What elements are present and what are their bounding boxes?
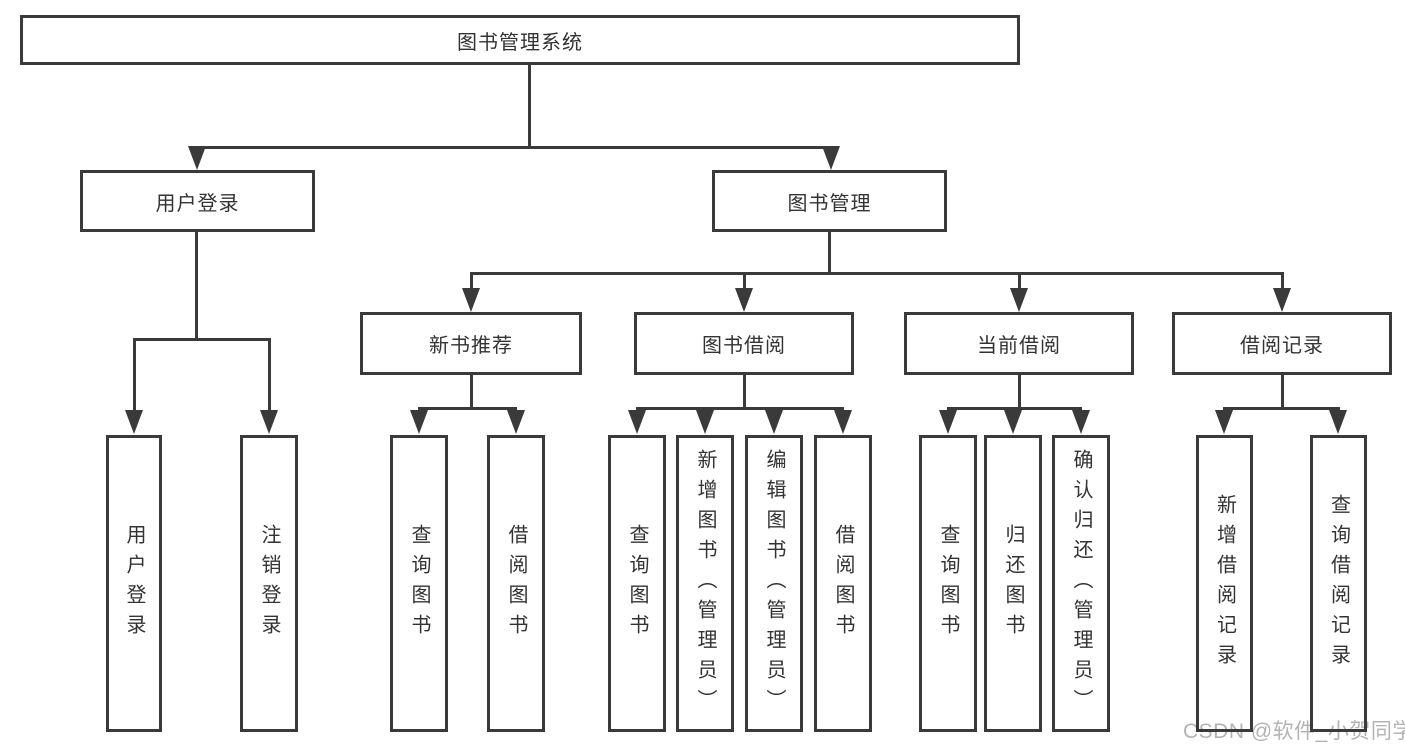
arrow-down-icon: [507, 410, 525, 434]
node-book-borrow-label: 图书借阅: [702, 335, 786, 357]
node-leaf-query-books-2: 查询图书: [608, 435, 666, 732]
leaf-label: 查询图书: [626, 523, 648, 644]
connector-line: [1018, 375, 1021, 410]
leaf-label: 归还图书: [1002, 523, 1024, 644]
node-leaf-borrow-books-2: 借阅图书: [814, 435, 872, 732]
node-leaf-add-borrow-record: 新增借阅记录: [1196, 435, 1253, 732]
connector-line: [268, 338, 271, 412]
leaf-label: 查询图书: [937, 523, 959, 644]
connector-line: [196, 146, 832, 149]
node-leaf-user-login: 用户登录: [106, 435, 162, 732]
node-book-management: 图书管理: [712, 170, 947, 232]
arrow-down-icon: [1010, 288, 1028, 312]
arrow-down-icon: [939, 410, 957, 434]
arrow-down-icon: [1215, 410, 1233, 434]
node-leaf-confirm-return-admin: 确认归还（管理员）: [1052, 435, 1110, 732]
node-root-label: 图书管理系统: [457, 31, 583, 54]
leaf-label: 查询借阅记录: [1327, 493, 1350, 674]
leaf-label: 确认归还（管理员）: [1070, 448, 1092, 719]
leaf-label: 借阅图书: [505, 523, 527, 644]
node-user-login-label: 用户登录: [155, 192, 240, 215]
leaf-label: 查询图书: [408, 523, 430, 644]
connector-line: [133, 338, 271, 341]
leaf-label: 用户登录: [123, 523, 145, 644]
arrow-down-icon: [735, 288, 753, 312]
leaf-label: 借阅图书: [832, 523, 854, 644]
arrow-down-icon: [462, 288, 480, 312]
node-book-borrow: 图书借阅: [634, 312, 854, 375]
leaf-label: 新增借阅记录: [1213, 493, 1236, 674]
node-current-borrow-label: 当前借阅: [977, 335, 1061, 357]
connector-line: [470, 375, 473, 410]
arrow-down-icon: [765, 410, 783, 434]
arrow-down-icon: [410, 410, 428, 434]
connector-line: [1018, 272, 1021, 290]
leaf-label: 编辑图书（管理员）: [763, 448, 785, 719]
arrow-down-icon: [260, 410, 278, 434]
connector-line: [1281, 272, 1284, 290]
connector-line: [418, 407, 517, 410]
node-root: 图书管理系统: [20, 15, 1020, 65]
node-current-borrow: 当前借阅: [904, 312, 1134, 375]
node-leaf-query-books-1: 查询图书: [390, 435, 448, 732]
arrow-down-icon: [125, 410, 143, 434]
arrow-down-icon: [1072, 410, 1090, 434]
node-leaf-add-books-admin: 新增图书（管理员）: [676, 435, 734, 732]
arrow-down-icon: [628, 410, 646, 434]
connector-line: [1281, 375, 1284, 410]
arrow-down-icon: [1273, 288, 1291, 312]
arrow-down-icon: [696, 410, 714, 434]
node-borrow-records-label: 借阅记录: [1240, 335, 1324, 357]
node-leaf-borrow-books-1: 借阅图书: [487, 435, 545, 732]
arrow-down-icon: [188, 146, 206, 170]
leaf-label: 注销登录: [258, 523, 280, 644]
connector-line: [1223, 407, 1340, 410]
node-book-management-label: 图书管理: [787, 192, 872, 215]
node-new-books-label: 新书推荐: [429, 335, 513, 357]
connector-line: [470, 272, 1283, 275]
node-leaf-edit-books-admin: 编辑图书（管理员）: [745, 435, 803, 732]
node-leaf-logout: 注销登录: [240, 435, 298, 732]
node-user-login: 用户登录: [80, 170, 315, 232]
connector-line: [195, 232, 198, 340]
node-new-books: 新书推荐: [360, 312, 582, 375]
arrow-down-icon: [1329, 410, 1347, 434]
node-leaf-query-borrow-record: 查询借阅记录: [1310, 435, 1367, 732]
node-leaf-query-books-3: 查询图书: [919, 435, 977, 732]
connector-line: [470, 272, 473, 290]
arrow-down-icon: [834, 410, 852, 434]
connector-line: [636, 407, 844, 410]
connector-line: [947, 407, 1082, 410]
connector-line: [528, 65, 531, 148]
connector-line: [133, 338, 136, 412]
leaf-label: 新增图书（管理员）: [694, 448, 716, 719]
connector-line: [743, 375, 746, 410]
watermark: CSDN @软件_小贺同学: [1183, 720, 1405, 743]
connector-line: [743, 272, 746, 290]
node-borrow-records: 借阅记录: [1172, 312, 1392, 375]
node-leaf-return-books: 归还图书: [984, 435, 1042, 732]
arrow-down-icon: [1004, 410, 1022, 434]
arrow-down-icon: [822, 146, 840, 170]
connector-line: [828, 232, 831, 274]
